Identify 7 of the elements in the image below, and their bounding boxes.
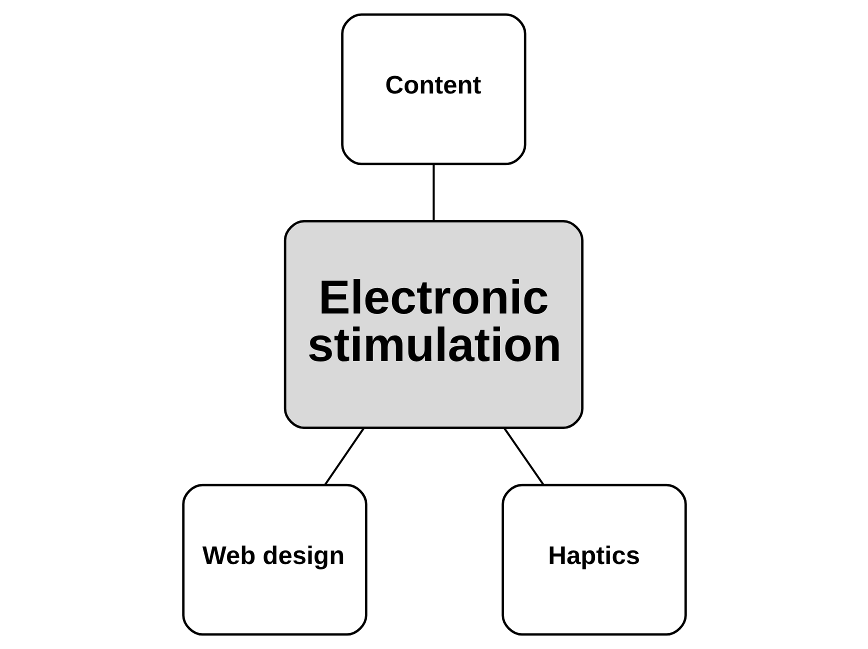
node-box: Web design [182,484,367,636]
connector [323,427,364,486]
node-box: Content [340,13,526,166]
node-box: Electronic stimulation [283,220,584,430]
connector [432,164,434,222]
node-box: Haptics [501,484,686,636]
connector [502,427,544,486]
